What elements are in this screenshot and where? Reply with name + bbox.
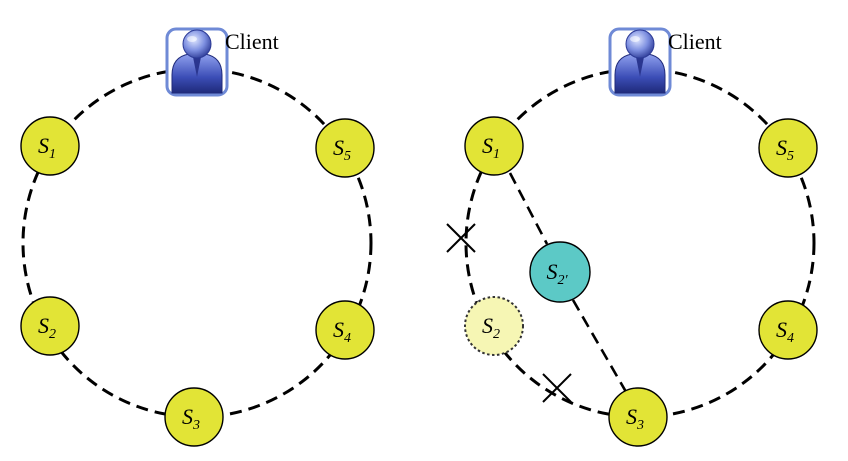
server-label: S5 bbox=[776, 135, 794, 164]
right-server-s4: S4 bbox=[758, 300, 818, 360]
server-node bbox=[20, 296, 80, 356]
server-node bbox=[758, 300, 818, 360]
server-node bbox=[608, 387, 668, 447]
right-client: Client bbox=[608, 27, 722, 97]
failed-server-s2: S2 bbox=[464, 296, 524, 356]
server-node bbox=[758, 118, 818, 178]
client-icon bbox=[608, 27, 672, 97]
server-node bbox=[315, 118, 375, 178]
replacement-server-node bbox=[529, 241, 591, 303]
server-label: S1 bbox=[38, 133, 56, 162]
left-server-s4: S4 bbox=[315, 300, 375, 360]
right-ring-group: Client S1 S5 S4 S3 S2 S2′ bbox=[446, 27, 818, 447]
left-client: Client bbox=[165, 27, 279, 97]
left-server-s3: S3 bbox=[164, 387, 224, 447]
right-ring bbox=[464, 67, 816, 419]
broken-link-cross-upper bbox=[446, 223, 476, 253]
server-label: S5 bbox=[333, 135, 351, 164]
replacement-server-s2prime: S2′ bbox=[529, 241, 591, 303]
server-label: S1 bbox=[482, 133, 500, 162]
server-node bbox=[464, 116, 524, 176]
left-ring bbox=[21, 67, 373, 419]
server-node bbox=[20, 116, 80, 176]
client-icon bbox=[165, 27, 229, 97]
broken-link-cross-lower bbox=[542, 373, 572, 403]
server-label: S4 bbox=[776, 317, 794, 346]
right-server-s1: S1 bbox=[464, 116, 524, 176]
server-label: S3 bbox=[626, 404, 644, 433]
left-server-s5: S5 bbox=[315, 118, 375, 178]
link-s1-to-s2prime bbox=[508, 172, 549, 245]
server-node bbox=[164, 387, 224, 447]
left-ring-group: Client S1 S5 S2 S4 S3 bbox=[20, 27, 375, 447]
server-node bbox=[315, 300, 375, 360]
right-server-s5: S5 bbox=[758, 118, 818, 178]
right-client-label: Client bbox=[668, 29, 722, 54]
left-client-label: Client bbox=[225, 29, 279, 54]
failed-server-node bbox=[464, 296, 524, 356]
left-server-s1: S1 bbox=[20, 116, 80, 176]
server-label: S3 bbox=[182, 404, 200, 433]
left-server-s2: S2 bbox=[20, 296, 80, 356]
server-label: S4 bbox=[333, 317, 351, 346]
right-server-s3: S3 bbox=[608, 387, 668, 447]
server-label: S2 bbox=[482, 313, 500, 342]
server-label: S2 bbox=[38, 313, 56, 342]
link-s2prime-to-s3 bbox=[571, 299, 635, 405]
server-label: S2′ bbox=[546, 259, 568, 288]
